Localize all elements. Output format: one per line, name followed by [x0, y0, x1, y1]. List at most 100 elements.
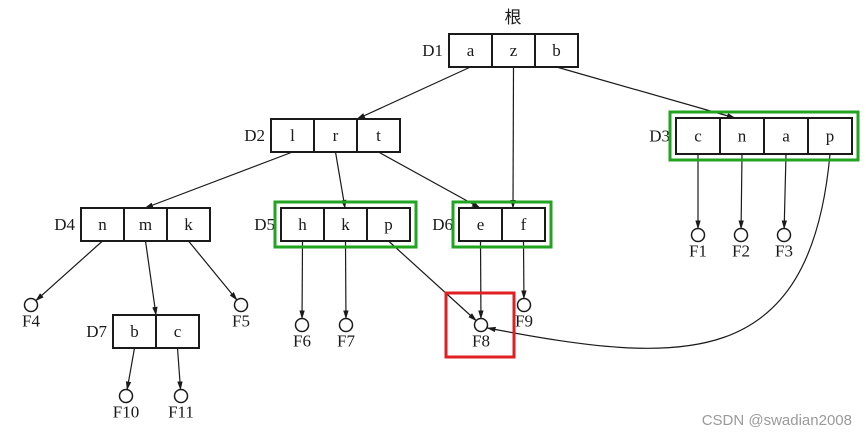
edge-d1-b-to-d3: [556, 66, 736, 119]
edge-d1-a-to-d2: [356, 66, 471, 120]
highlight-box-d5: [273, 200, 418, 249]
directory-entry-cell: [155, 314, 200, 349]
file-node-f8: F8: [472, 317, 490, 351]
directory-entry-cell: [534, 33, 579, 68]
directory-entry-label: f: [521, 215, 527, 234]
directory-label: D6: [432, 215, 453, 234]
edge-d3-p-to-f8: [486, 153, 831, 349]
directory-entry-cell: [166, 207, 211, 242]
directory-node-d1: D1 a z b: [422, 33, 579, 68]
directory-entry-cell: [448, 33, 493, 68]
directory-entry-label: h: [298, 215, 307, 234]
directory-entry-label: a: [467, 41, 475, 60]
edge-d5-p-to-f8: [388, 240, 477, 322]
file-node-f3: F3: [775, 227, 793, 261]
file-label: F4: [22, 312, 40, 331]
file-circle-icon: [294, 317, 310, 333]
directory-entry-label: n: [98, 215, 107, 234]
file-circle-icon: [690, 227, 706, 243]
directory-label: D7: [86, 322, 107, 341]
directory-entry-label: b: [130, 322, 139, 341]
edge-d3-a-to-f3: [781, 153, 788, 230]
file-node-f1: F1: [689, 227, 707, 261]
highlight-box-f8: [444, 291, 516, 359]
directory-entry-label: e: [477, 215, 485, 234]
edges-layer: [35, 66, 831, 391]
file-node-f11: F11: [168, 388, 194, 422]
directory-entry-label: a: [782, 127, 790, 146]
file-node-f10: F10: [113, 388, 139, 422]
file-node-f6: F6: [293, 317, 311, 351]
watermark: CSDN @swadian2008: [701, 412, 852, 429]
directory-label: D4: [54, 215, 75, 234]
directory-node-d6: D6 e f: [432, 207, 546, 242]
directory-entry-cell: [501, 207, 546, 242]
file-node-f9: F9: [515, 297, 533, 331]
file-label: F7: [337, 332, 355, 351]
file-circle-icon: [233, 297, 249, 313]
edge-d7-b-to-f10: [125, 347, 136, 391]
file-label: F5: [232, 312, 250, 331]
edge-d3-n-to-f2: [738, 153, 744, 230]
directory-entry-cell: [356, 118, 401, 153]
directory-entry-label: l: [290, 126, 295, 145]
edge-d2-l-to-d4: [144, 151, 293, 209]
directory-entry-label: n: [738, 127, 747, 146]
file-circle-icon: [118, 388, 134, 404]
file-node-f2: F2: [732, 227, 750, 261]
file-label: F11: [168, 403, 194, 422]
directory-entry-cell: [491, 33, 536, 68]
file-circle-icon: [516, 297, 532, 313]
file-circle-icon: [776, 227, 792, 243]
directory-entry-label: m: [139, 215, 152, 234]
file-label: F1: [689, 242, 707, 261]
directory-node-d4: D4 n m k: [54, 207, 211, 242]
directory-label: D2: [244, 126, 265, 145]
highlight-box-d3: [668, 110, 860, 162]
file-label: F3: [775, 242, 793, 261]
edge-d4-n-to-f4: [35, 240, 103, 302]
directory-entry-cell: [280, 207, 325, 242]
directory-entry-cell: [366, 207, 411, 242]
file-label: F8: [472, 332, 490, 351]
file-circle-icon: [23, 297, 39, 313]
directory-label: D3: [649, 127, 670, 146]
directory-entry-label: k: [341, 215, 350, 234]
highlight-box-d6: [451, 200, 553, 249]
file-node-f7: F7: [337, 317, 355, 351]
file-node-f4: F4: [22, 297, 40, 331]
directory-entry-label: p: [826, 127, 835, 146]
directory-entry-cell: [719, 117, 765, 155]
edge-d2-r-to-d5: [334, 151, 347, 209]
directory-entry-label: r: [333, 126, 339, 145]
edge-d4-m-to-d7: [144, 240, 158, 316]
file-circle-icon: [473, 317, 489, 333]
file-label: F6: [293, 332, 311, 351]
file-label: F10: [113, 403, 139, 422]
file-circle-icon: [733, 227, 749, 243]
highlight-layer: [273, 110, 860, 359]
directory-entry-label: p: [384, 215, 393, 234]
edge-d7-c-to-f11: [176, 347, 183, 391]
directory-entry-cell: [80, 207, 125, 242]
file-label: F9: [515, 312, 533, 331]
edge-d2-t-to-d6: [378, 151, 481, 209]
directory-entry-label: t: [376, 126, 381, 145]
edge-d4-k-to-f5: [188, 240, 238, 301]
file-circle-icon: [173, 388, 189, 404]
directory-node-d3: D3 c n a p: [649, 117, 853, 155]
directory-entry-label: k: [184, 215, 193, 234]
directory-entry-label: c: [694, 127, 702, 146]
directory-entry-label: b: [552, 41, 561, 60]
directory-label: D1: [422, 41, 443, 60]
file-node-f5: F5: [232, 297, 250, 331]
directory-entry-label: z: [510, 41, 518, 60]
directory-entry-cell: [458, 207, 503, 242]
file-label: F2: [732, 242, 750, 261]
edge-d1-z-to-d6: [510, 66, 516, 209]
